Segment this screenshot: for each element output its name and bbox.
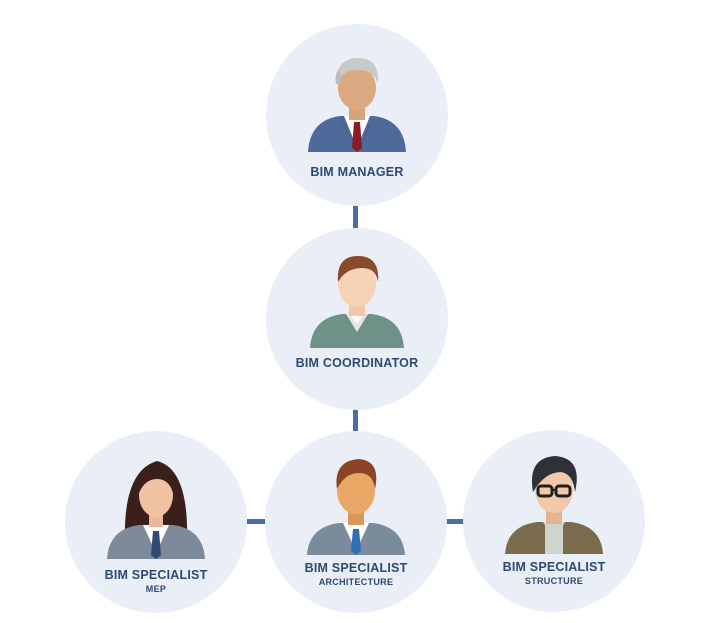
role-label: BIM MANAGER (310, 165, 404, 179)
node-bim-specialist-mep: BIM SPECIALIST MEP (65, 431, 247, 613)
node-bim-specialist-structure: BIM SPECIALIST STRUCTURE (463, 430, 645, 612)
role-label: BIM SPECIALIST (502, 560, 606, 574)
connector-architecture-structure (446, 519, 464, 524)
coordinator-avatar-icon (310, 256, 404, 348)
specialist-architecture-avatar-icon (307, 459, 405, 555)
role-label: BIM COORDINATOR (295, 356, 419, 370)
role-label: BIM SPECIALIST (304, 561, 408, 575)
connector-coordinator-architecture (353, 409, 358, 431)
connector-mep-architecture (247, 519, 265, 524)
role-label: BIM SPECIALIST (104, 568, 208, 582)
node-bim-specialist-architecture: BIM SPECIALIST ARCHITECTURE (265, 431, 447, 613)
connector-manager-coordinator (353, 206, 358, 228)
node-bim-manager: BIM MANAGER (266, 24, 448, 206)
specialist-mep-avatar-icon (107, 461, 205, 559)
discipline-label: MEP (145, 584, 167, 594)
specialist-structure-avatar-icon (505, 456, 603, 554)
discipline-label: ARCHITECTURE (318, 577, 394, 587)
node-bim-coordinator: BIM COORDINATOR (266, 228, 448, 410)
discipline-label: STRUCTURE (524, 576, 584, 586)
manager-avatar-icon (308, 58, 406, 152)
